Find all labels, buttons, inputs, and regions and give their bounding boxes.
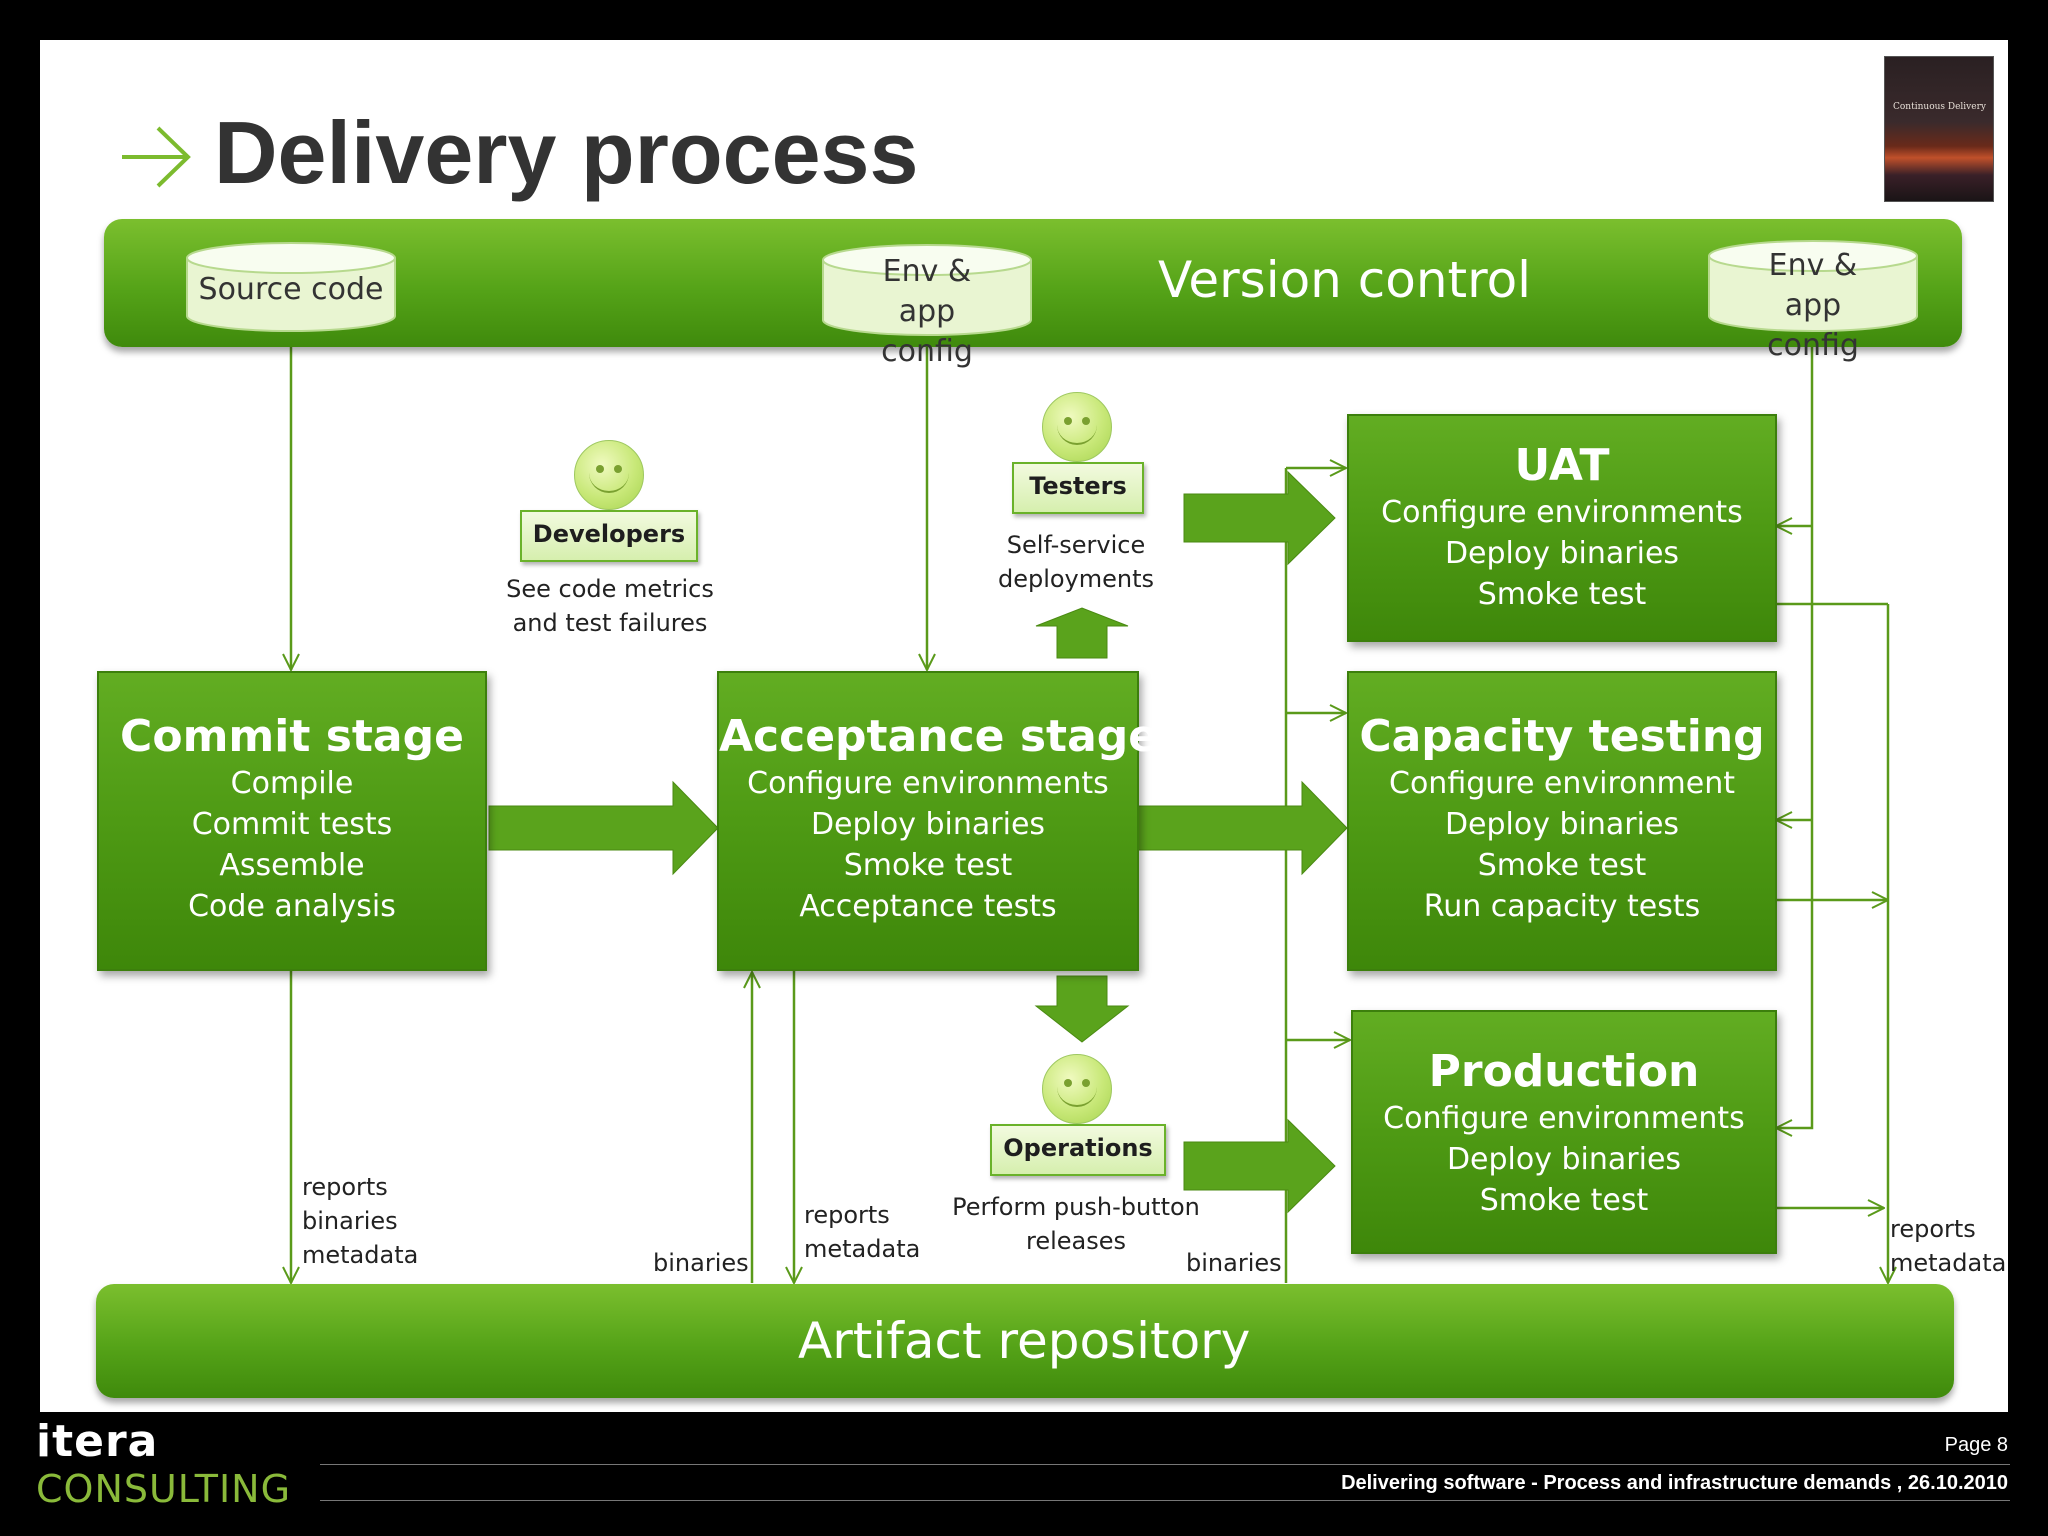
developers-smiley-icon [574,440,644,510]
commit-stage-title: Commit stage [120,711,464,762]
flow-label-line: metadata [804,1235,921,1263]
source-code-label: Source code [198,272,384,307]
acceptance-stage-line: Configure environments [747,766,1109,801]
downstream-output-label: reports metadata [1890,1212,2006,1280]
flow-label-line: reports [804,1201,890,1229]
flow-label-line: reports [1890,1215,1976,1243]
testers-caption-line: deployments [997,565,1155,593]
env-config-db-1: Env & app config [822,244,1032,369]
version-control-label: Version control [1158,251,1532,309]
operations-to-production-arrow [1183,1118,1336,1214]
uat-stage-title: UAT [1514,440,1610,491]
production-stage-title: Production [1428,1046,1700,1097]
capacity-stage-line: Run capacity tests [1423,889,1701,924]
vc-to-production-line [1776,334,1814,1128]
acceptance-stage-line: Smoke test [843,848,1013,883]
acceptance-output-label: reports metadata [804,1198,920,1266]
commit-stage-line: Compile [230,766,354,801]
capacity-stage-title: Capacity testing [1359,711,1765,762]
page-title: Delivery process [214,103,919,202]
source-code-db: Source code [186,242,396,332]
uat-stage-line: Configure environments [1381,495,1743,530]
acceptance-stage-line: Deploy binaries [810,807,1046,842]
env-config-label-1: Env & app config [881,254,973,369]
uat-stage-line: Smoke test [1477,577,1647,612]
artifact-repository-label: Artifact repository [798,1312,1251,1370]
commit-output-label: reports binaries metadata [302,1170,418,1272]
capacity-stage-line: Smoke test [1477,848,1647,883]
operations-caption-line: Perform push-button [952,1193,1200,1221]
env-config-label-2: Env & app config [1767,248,1859,363]
page-number: Page 8 [1944,1434,2008,1456]
book-cover-title: Continuous Delivery [1893,102,1986,112]
commit-stage-box: Commit stage Compile Commit tests Assemb… [97,671,487,971]
developers-caption-line: See code metrics [506,575,714,603]
uat-stage-box: UAT Configure environments Deploy binari… [1347,414,1777,642]
env-config-db-2: Env & app config [1708,240,1918,363]
developers-label: Developers [520,510,698,562]
commit-stage-line: Assemble [219,848,365,883]
footer-text: Delivering software - Process and infras… [1341,1472,2008,1494]
title-arrow-icon [122,126,191,188]
commit-to-acceptance-arrow [488,780,719,876]
commit-stage-line: Commit tests [191,807,393,842]
operations-caption-line: releases [1025,1227,1127,1255]
capacity-stage-line: Configure environment [1389,766,1735,801]
acceptance-to-capacity-arrow [1137,780,1348,876]
acceptance-to-operations-arrow [1034,975,1130,1043]
flow-label-line: binaries [302,1207,398,1235]
testers-smiley-icon [1042,392,1112,462]
operations-caption: Perform push-button releases [936,1190,1216,1258]
acceptance-stage-title: Acceptance stage [719,711,1159,762]
consulting-logo: CONSULTING [36,1467,292,1511]
footer-divider [320,1500,2010,1501]
acceptance-input-label: binaries [653,1249,749,1277]
footer-divider [320,1464,2010,1465]
flow-label-line: metadata [1890,1249,2007,1277]
testers-caption-line: Self-service [1006,531,1146,559]
testers-caption: Self-service deployments [966,528,1186,596]
developers-caption-line: and test failures [512,609,708,637]
book-cover: Continuous Delivery [1884,56,1994,202]
flow-label-line: reports [302,1173,388,1201]
production-stage-box: Production Configure environments Deploy… [1351,1010,1777,1254]
production-stage-line: Configure environments [1383,1101,1745,1136]
testers-to-uat-arrow [1183,470,1336,566]
capacity-stage-line: Deploy binaries [1444,807,1680,842]
acceptance-stage-box: Acceptance stage Configure environments … [717,671,1159,971]
artifact-repository-bar: Artifact repository [96,1284,1954,1398]
version-control-bar: Version control [104,219,1962,347]
operations-smiley-icon [1042,1054,1112,1124]
production-stage-line: Deploy binaries [1446,1142,1682,1177]
commit-stage-line: Code analysis [188,889,396,924]
itera-logo: itera [36,1416,159,1467]
uat-stage-line: Deploy binaries [1444,536,1680,571]
capacity-stage-box: Capacity testing Configure environment D… [1347,671,1777,971]
operations-label: Operations [990,1124,1166,1176]
flow-label-line: metadata [302,1241,419,1269]
acceptance-stage-line: Acceptance tests [799,889,1057,924]
downstream-input-label: binaries [1186,1249,1282,1277]
production-stage-line: Smoke test [1479,1183,1649,1218]
developers-caption: See code metrics and test failures [480,572,740,640]
acceptance-to-testers-arrow [1035,607,1129,659]
testers-label: Testers [1012,462,1144,514]
